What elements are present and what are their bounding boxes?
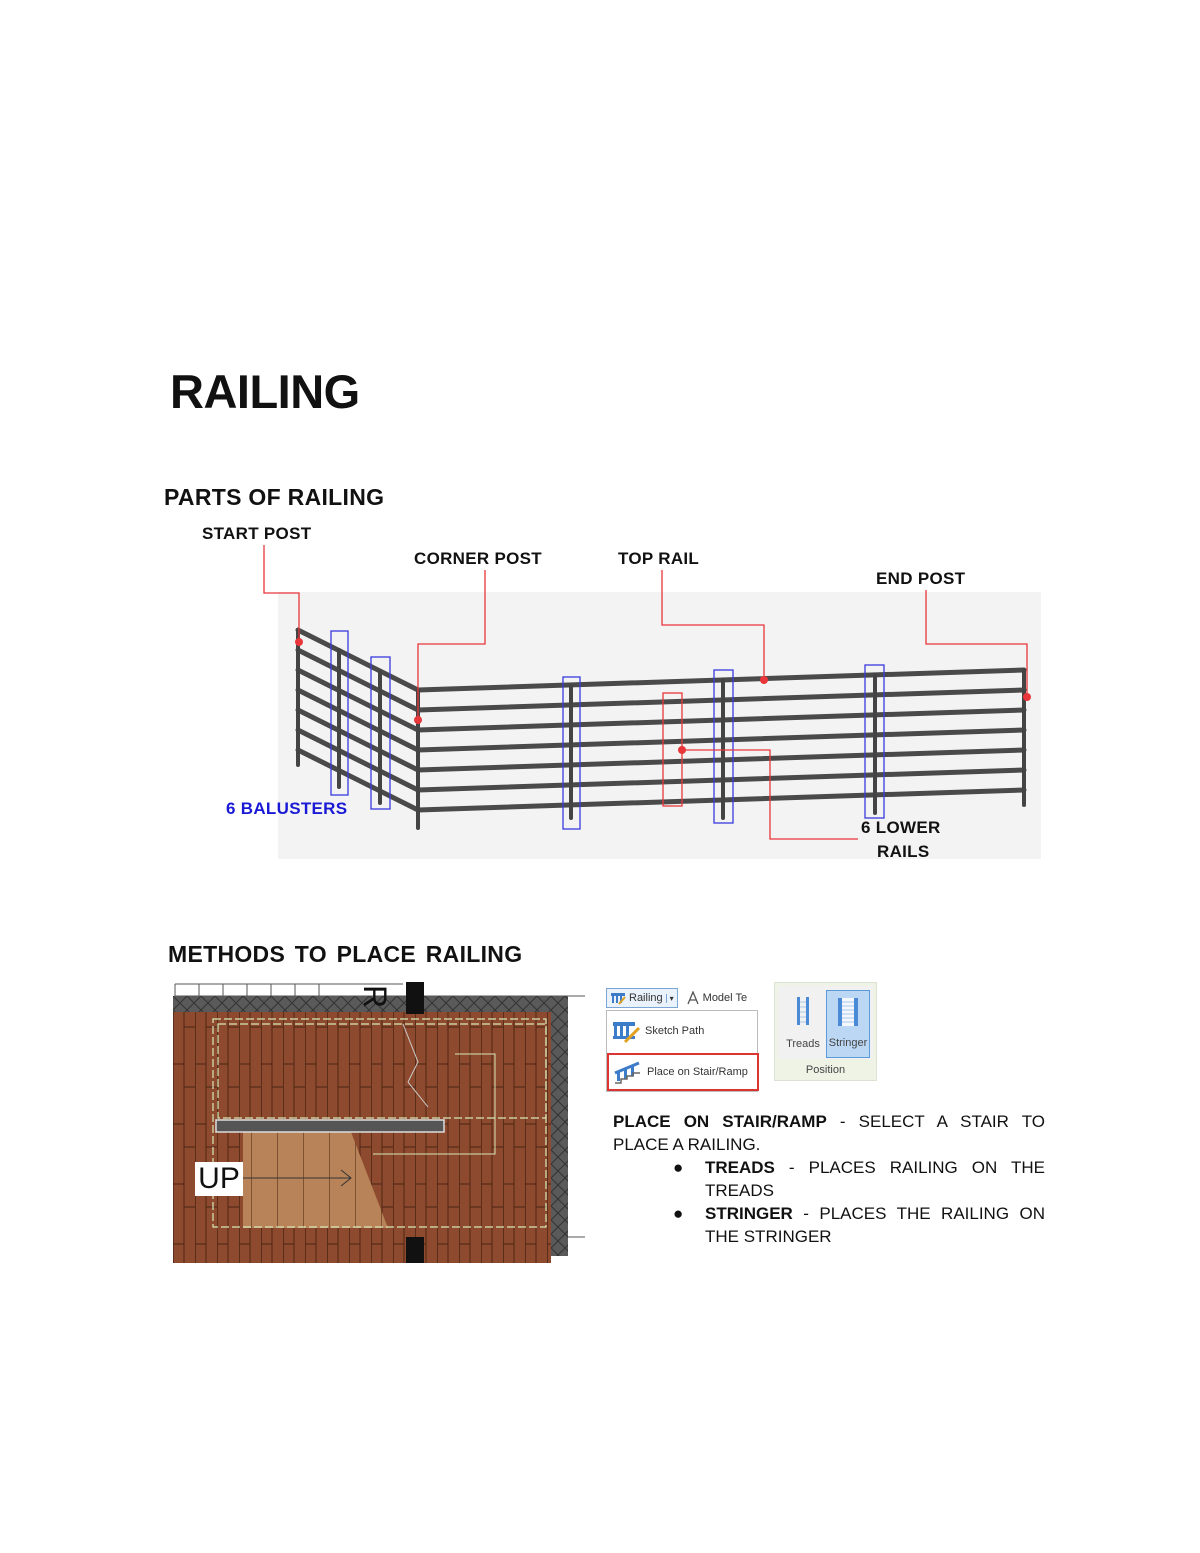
stringer-icon	[838, 998, 858, 1026]
label-corner-post: CORNER POST	[414, 549, 542, 568]
label-top-rail: TOP RAIL	[618, 549, 700, 568]
model-text-icon	[687, 991, 699, 1005]
floor-plan-drawing	[173, 982, 585, 1263]
label-balusters: 6 BALUSTERS	[226, 799, 348, 818]
bullet-item-stringer: ● STRINGER - PLACES THE RAILING ON THE ST…	[613, 1202, 1045, 1248]
leader-lines	[263, 545, 1028, 840]
sketch-path-icon	[613, 1022, 641, 1044]
menu-item-sketch-path[interactable]: Sketch Path	[607, 1013, 757, 1049]
page-title: RAILING	[170, 365, 360, 418]
baluster-highlight-boxes	[330, 630, 885, 830]
description-bullets: ● TREADS - PLACES RAILING ON THE TREADS ●…	[613, 1156, 1045, 1248]
lead-term: PLACE ON STAIR/RAMP	[613, 1112, 827, 1131]
position-panel: Treads Stringer Position	[774, 982, 877, 1081]
menu-item-label: Place on Stair/Ramp	[647, 1066, 748, 1078]
railing-posts	[296, 628, 1026, 830]
methods-heading: METHODS TO PLACE RAILING	[168, 941, 523, 967]
up-label: UP	[195, 1162, 243, 1196]
position-buttons-area: Treads Stringer	[778, 986, 873, 1059]
leader-dots	[295, 638, 1031, 754]
stair-floor-plan: R UP	[173, 982, 585, 1263]
bullet-icon: ●	[673, 1204, 684, 1223]
railing-rails	[295, 627, 1027, 813]
stringer-button[interactable]: Stringer	[826, 990, 870, 1058]
position-panel-title: Position	[805, 1064, 846, 1076]
label-end-post: END POST	[876, 569, 966, 588]
railing-button-label: Railing	[629, 992, 663, 1004]
model-text-label: Model Te	[702, 992, 748, 1004]
railing-split-button[interactable]: Railing ▾	[606, 988, 678, 1008]
ribbon-toolbar: Railing ▾ Model Te	[606, 986, 759, 1010]
bullet-icon: ●	[673, 1158, 684, 1177]
place-on-stair-icon	[614, 1061, 640, 1084]
chevron-down-icon[interactable]: ▾	[665, 993, 674, 1003]
railing-ribbon: Railing ▾ Model Te Sketch Path	[606, 986, 759, 1092]
parts-heading: PARTS OF RAILING	[164, 484, 385, 510]
menu-item-label: Sketch Path	[645, 1025, 705, 1037]
bullet-item-treads: ● TREADS - PLACES RAILING ON THE TREADS	[613, 1156, 1045, 1202]
railing-diagram-drawing	[263, 545, 1031, 840]
railing-icon	[611, 993, 626, 1005]
treads-button[interactable]: Treads	[781, 990, 825, 1058]
plan-marker-label: R	[357, 984, 394, 1009]
bullet-text: - PLACES RAILING ON THE TREADS	[705, 1158, 1045, 1200]
label-lower-rails-line2: RAILS	[877, 842, 930, 861]
bullet-term: TREADS	[705, 1158, 775, 1177]
lead-text: - SELECT A STAIR TO PLACE A RAILING.	[613, 1112, 1046, 1154]
railing-dropdown-menu: Sketch Path Place on Stair/Ramp	[606, 1010, 759, 1092]
bullet-text: - PLACES THE RAILING ON THE STRINGER	[705, 1204, 1045, 1246]
stringer-label: Stringer	[828, 1037, 868, 1049]
model-text-button[interactable]: Model Te	[686, 991, 747, 1005]
treads-icon	[797, 997, 809, 1025]
label-lower-rails-line1: 6 LOWER	[861, 818, 941, 837]
menu-item-place-on-stair[interactable]: Place on Stair/Ramp	[607, 1053, 759, 1091]
method-description: PLACE ON STAIR/RAMP - SELECT A STAIR TO …	[613, 1110, 1045, 1248]
bullet-term: STRINGER	[705, 1204, 793, 1223]
treads-label: Treads	[786, 1038, 820, 1050]
description-lead: PLACE ON STAIR/RAMP - SELECT A STAIR TO …	[613, 1110, 1045, 1156]
label-start-post: START POST	[202, 524, 312, 543]
